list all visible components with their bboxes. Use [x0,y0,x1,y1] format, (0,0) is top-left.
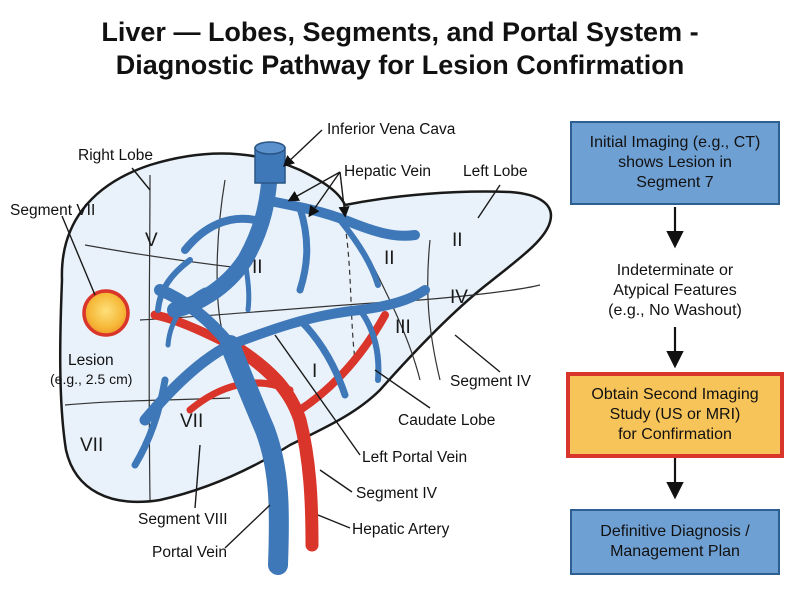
right-lobe-label: Right Lobe [78,147,153,164]
flow-step1-line3: Segment 7 [636,174,714,191]
lesion-label: Lesion [68,352,114,369]
flow-step-second-imaging: Obtain Second Imaging Study (US or MRI) … [566,372,784,458]
segment-iv-label: IV [450,287,468,308]
segment-ii-left-a-label: II [384,248,395,269]
segment-viii-label: Segment VIII [138,511,228,528]
flow-step4-line1: Definitive Diagnosis / [600,523,750,540]
lesion-size-label: (e.g., 2.5 cm) [50,371,132,387]
flow-step1-line2: shows Lesion in [618,154,732,171]
hepatic-vein-label: Hepatic Vein [344,163,431,180]
segment-i-label: I [312,361,317,382]
leader-lines [61,129,501,549]
segment-iii-label: III [395,317,411,338]
flow-step2-line1: Indeterminate or [616,262,734,279]
flow-step1-line1: Initial Imaging (e.g., CT) [589,134,761,151]
flow-step3-line1: Obtain Second Imaging [591,386,759,403]
title-line-2: Diagnostic Pathway for Lesion Confirmati… [115,50,685,80]
lesion-marker [82,289,130,337]
caudate-dashed-line [344,224,356,361]
flow-step4-line2: Management Plan [610,543,740,560]
left-portal-vein-label: Left Portal Vein [362,449,467,466]
portal-vein-label: Portal Vein [152,544,227,561]
segment-iv-label-a: Segment IV [450,373,532,390]
vein-system [131,152,430,575]
ivc-opening [254,141,286,155]
ivc-trunk [254,147,286,184]
segment-ii-center-label: II [252,257,263,278]
segment-v-label: V [145,230,158,251]
segment-iv-label-b: Segment IV [356,485,438,502]
flow-step2-line3: (e.g., No Washout) [608,302,742,319]
diagram-title: Liver — Lobes, Segments, and Portal Syst… [0,16,800,82]
ivc-label: Inferior Vena Cava [327,121,456,138]
segment-vii-outer-label: VII [80,435,103,456]
flow-step3-line3: for Confirmation [618,426,732,443]
title-line-1: Liver — Lobes, Segments, and Portal Syst… [101,17,699,47]
flow-step3-line2: Study (US or MRI) [609,406,741,423]
hepatic-artery-label: Hepatic Artery [352,521,450,538]
segment-vii-label: Segment VII [10,202,95,219]
segment-vii-inner-label: VII [180,411,203,432]
caudate-lobe-label: Caudate Lobe [398,412,495,429]
flow-step-indeterminate: Indeterminate or Atypical Features (e.g.… [570,256,780,326]
left-lobe-label: Left Lobe [463,163,528,180]
segment-ii-left-b-label: II [452,230,463,251]
flow-step2-line2: Atypical Features [613,282,737,299]
flow-step-definitive-diagnosis: Definitive Diagnosis / Management Plan [570,509,780,575]
flow-step-initial-imaging: Initial Imaging (e.g., CT) shows Lesion … [570,121,780,205]
